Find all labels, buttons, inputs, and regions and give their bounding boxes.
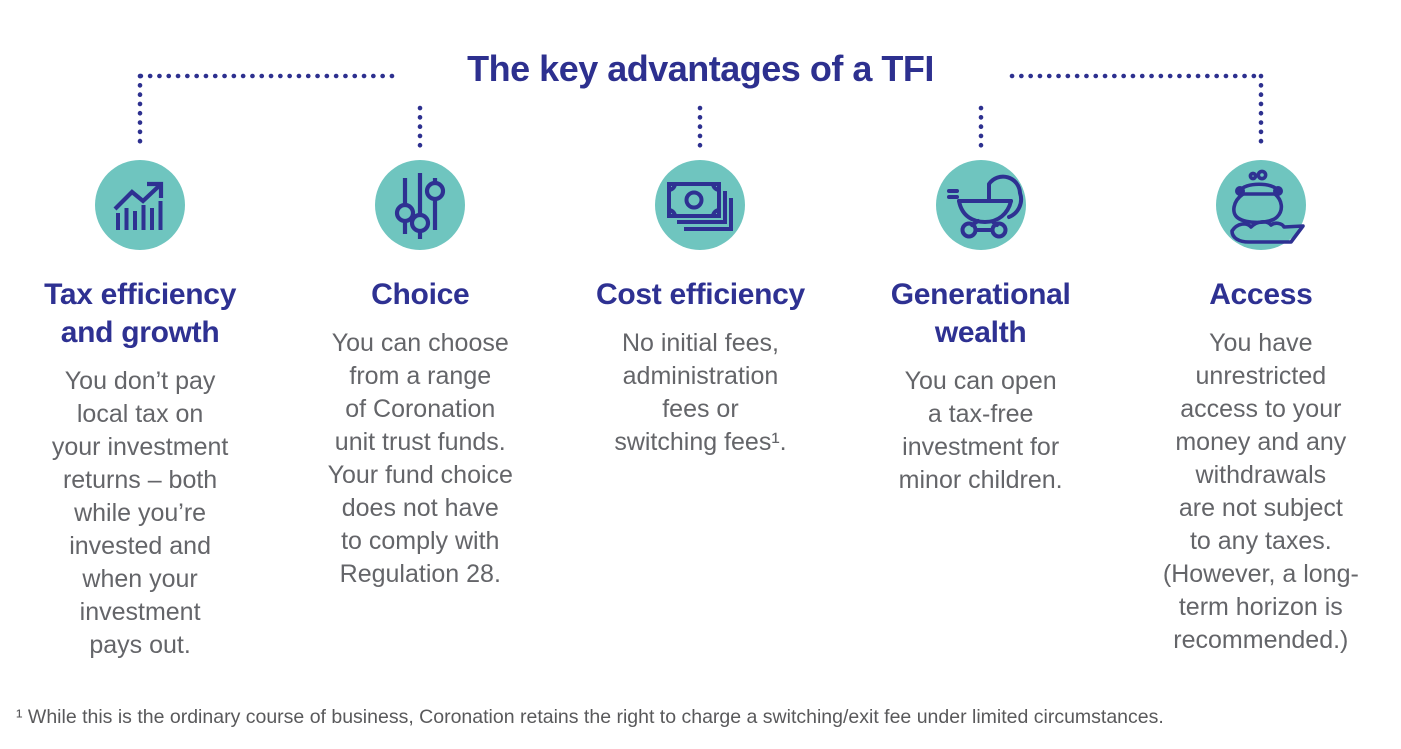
column-body: You don’t pay local tax on your investme… <box>51 367 229 659</box>
column-body: You can open a tax-free investment for m… <box>898 367 1063 494</box>
column-tax-efficiency: Tax efficiency and growth You don’t pay … <box>0 152 280 662</box>
banknotes-icon <box>655 160 746 250</box>
purse-hand-icon <box>1215 160 1306 250</box>
column-body: No initial fees, administration fees or … <box>614 329 787 456</box>
column-heading: Tax efficiency and growth <box>44 278 237 349</box>
page-title: The key advantages of a TFI <box>467 48 934 89</box>
column-heading: Choice <box>371 278 470 311</box>
column-heading: Generational wealth <box>890 278 1071 349</box>
growth-chart-icon <box>95 160 186 250</box>
column-cost-efficiency: Cost efficiency No initial fees, adminis… <box>560 152 840 662</box>
dotted-connector-lines <box>137 73 1264 149</box>
sliders-icon <box>375 160 466 250</box>
footnote: ¹ While this is the ordinary course of b… <box>16 706 1164 728</box>
column-generational-wealth: Generational wealth You can open a tax-f… <box>841 152 1121 662</box>
pram-icon <box>935 160 1026 250</box>
column-choice: Choice You can choose from a range of Co… <box>280 152 560 662</box>
column-heading: Access <box>1209 278 1313 311</box>
header: The key advantages of a TFI <box>0 0 1401 152</box>
column-body: You can choose from a range of Coronatio… <box>327 329 513 588</box>
column-access: Access You have unrestricted access to y… <box>1121 152 1401 662</box>
column-heading: Cost efficiency <box>596 278 805 311</box>
column-body: You have unrestricted access to your mon… <box>1162 329 1359 654</box>
advantage-columns: Tax efficiency and growth You don’t pay … <box>0 152 1401 662</box>
